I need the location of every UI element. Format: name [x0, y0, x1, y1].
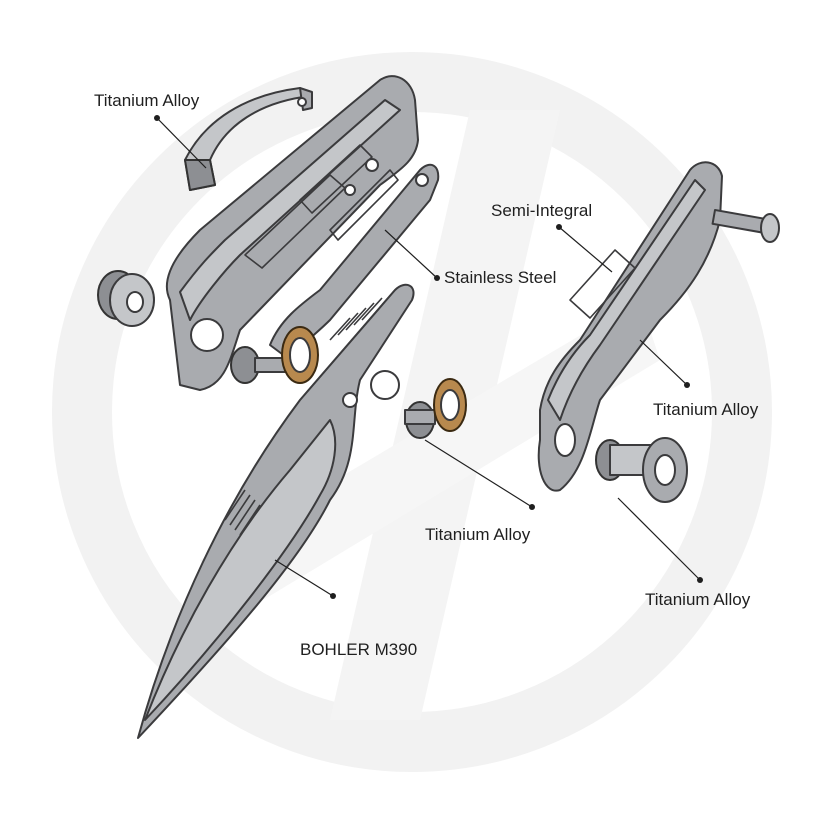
- label-handle: Titanium Alloy: [653, 400, 759, 419]
- label-pivot-collar: Titanium Alloy: [645, 590, 751, 609]
- left-bearing: [230, 326, 319, 384]
- pocket-clip: [184, 87, 313, 191]
- pivot-collar: [595, 437, 688, 503]
- pivot-bearing: [404, 378, 467, 439]
- blade: [137, 283, 415, 739]
- label-clip: Titanium Alloy: [94, 91, 200, 110]
- right-handle: [537, 161, 723, 492]
- label-backspacer: Semi-Integral: [491, 201, 593, 220]
- left-spacer: [97, 270, 155, 327]
- left-handle-frame: [165, 75, 419, 391]
- leader-lines: [154, 115, 703, 599]
- label-pivot: Titanium Alloy: [425, 525, 531, 544]
- label-blade: BOHLER M390: [300, 640, 418, 659]
- top-pin: [711, 208, 780, 243]
- label-liner: Stainless Steel: [444, 268, 557, 287]
